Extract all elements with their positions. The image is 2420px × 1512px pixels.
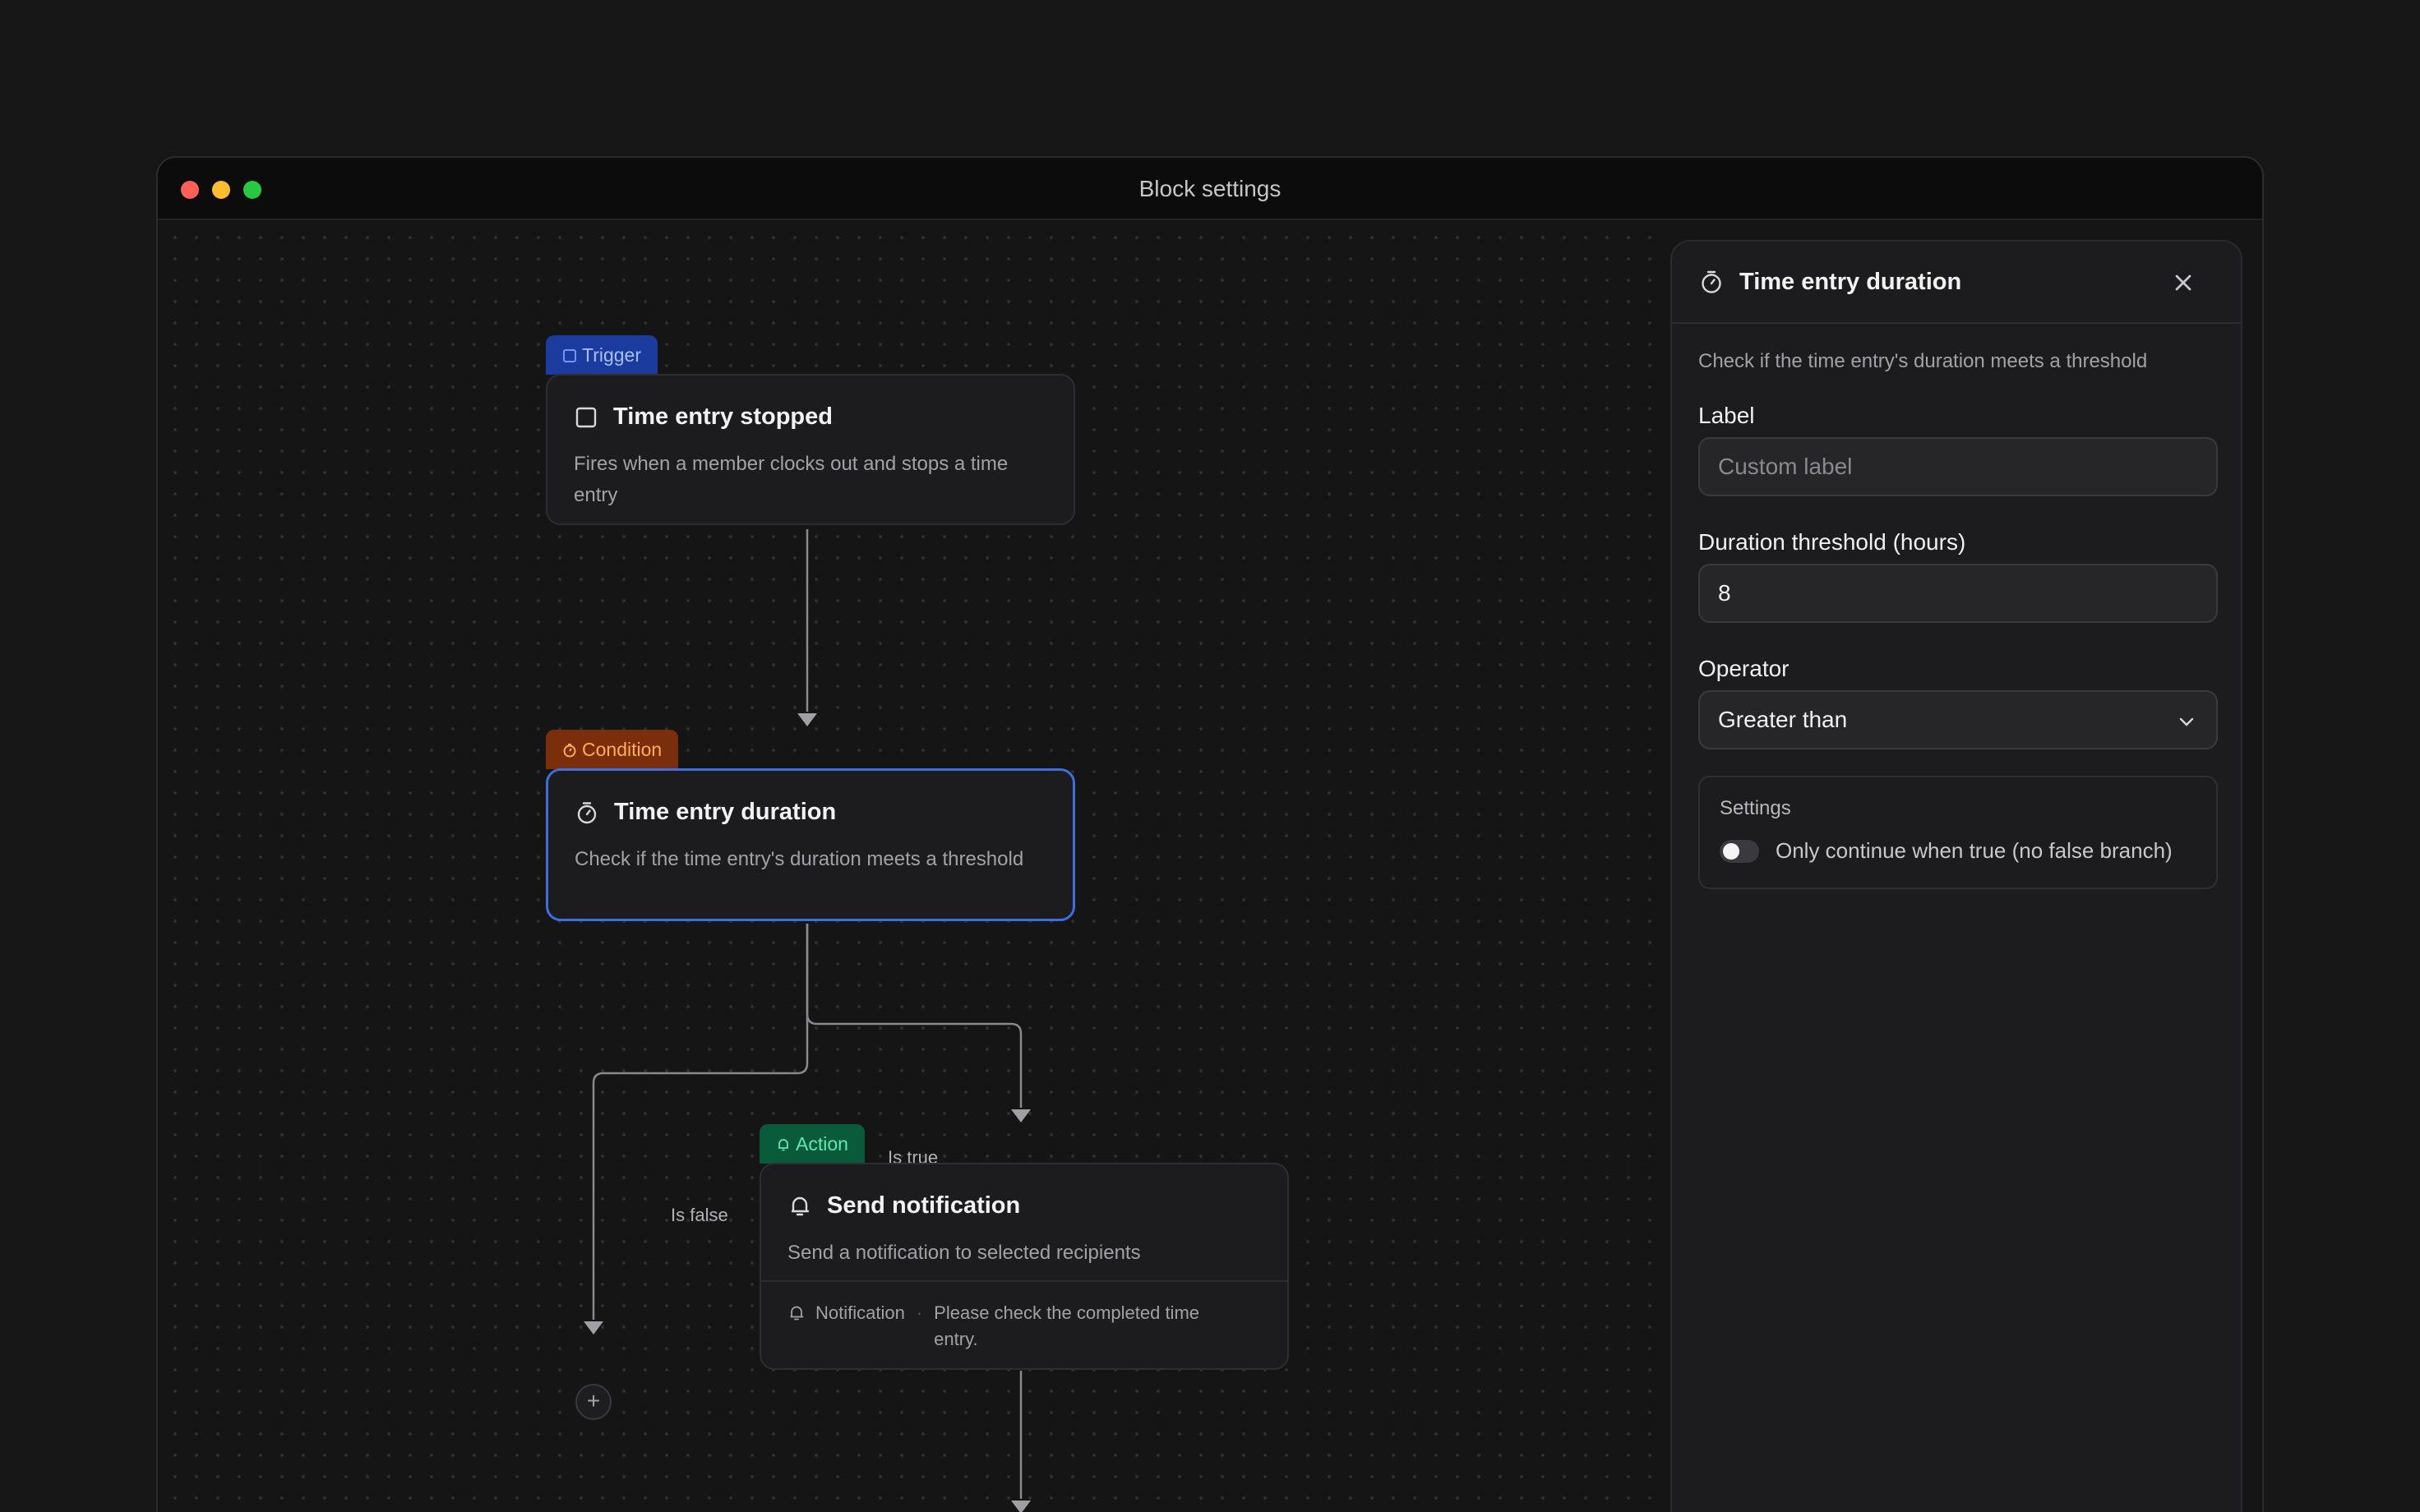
trigger-node[interactable]: Time entry stopped Fires when a member c… [546, 374, 1075, 525]
edge-false-branch [592, 924, 809, 1320]
edge-true-branch [806, 924, 1023, 1108]
node-description: Send a notification to selected recipien… [787, 1242, 1141, 1264]
edge-connectors [584, 529, 1031, 1512]
action-node[interactable]: Send notification Send a notification to… [760, 1163, 1289, 1370]
toggle-row: Only continue when true (no false branch… [1720, 838, 2196, 864]
app-window: Block settings Trigger Time entr [156, 156, 2264, 1512]
workflow-canvas[interactable]: Trigger Time entry stopped Fires when a … [158, 220, 1669, 1512]
panel-header: Time entry duration [1672, 242, 2241, 324]
node-title: Time entry stopped [613, 403, 833, 430]
label-field-label: Label [1698, 403, 1755, 428]
trigger-badge: Trigger [546, 335, 658, 375]
stopwatch-icon [1702, 270, 1721, 293]
only-continue-true-toggle[interactable] [1720, 839, 1759, 863]
bell-icon [790, 1306, 804, 1321]
node-footer: Notification · Please check the complete… [761, 1280, 1287, 1369]
add-step-button[interactable]: + [575, 1384, 612, 1420]
zoom-window-button[interactable] [243, 181, 261, 199]
square-icon [563, 349, 576, 362]
separator-dot: · [916, 1302, 923, 1323]
threshold-input[interactable]: 8 [1698, 564, 2218, 623]
edge-label-false: Is false [671, 1205, 728, 1225]
action-badge: Action [760, 1124, 865, 1164]
minimize-window-button[interactable] [212, 181, 230, 199]
condition-badge: Condition [546, 730, 679, 769]
footer-type: Notification [815, 1302, 905, 1323]
node-description: Check if the time entry's duration meets… [575, 848, 1024, 870]
arrow-head [584, 1321, 603, 1335]
panel-title: Time entry duration [1739, 268, 1962, 295]
threshold-field-label: Duration threshold (hours) [1698, 529, 1966, 555]
title-bar: Block settings [158, 158, 2262, 220]
label-input[interactable]: Custom label [1698, 437, 2218, 496]
panel-description: Check if the time entry's duration meets… [1698, 350, 2148, 372]
arrow-head [797, 713, 817, 726]
operator-selected-value: Greater than [1718, 707, 1848, 732]
operator-select[interactable]: Greater than [1698, 690, 2218, 749]
close-icon[interactable] [2170, 270, 2196, 296]
window-title: Block settings [1138, 176, 1282, 201]
node-description: Fires when a member clocks out and stops… [574, 453, 1009, 506]
operator-field-label: Operator [1698, 656, 1790, 681]
toggle-label: Only continue when true (no false branch… [1776, 838, 2173, 863]
trigger-badge-label: Trigger [582, 344, 641, 366]
chevron-down-icon [2179, 717, 2194, 726]
arrow-head [1011, 1500, 1031, 1512]
action-badge-label: Action [796, 1133, 848, 1155]
stopwatch-icon [563, 744, 576, 758]
stopwatch-icon [577, 801, 597, 823]
arrow-head [1011, 1109, 1031, 1122]
bell-icon [778, 1139, 788, 1151]
close-window-button[interactable] [181, 181, 199, 199]
square-icon [575, 407, 597, 427]
condition-node[interactable]: Time entry duration Check if the time en… [546, 768, 1075, 921]
node-title: Time entry duration [614, 799, 837, 825]
settings-section: Settings Only continue when true (no fal… [1698, 776, 2218, 889]
settings-title: Settings [1720, 797, 1791, 819]
footer-message: Please check the completed time entry. [934, 1302, 1200, 1349]
node-title: Send notification [827, 1192, 1021, 1219]
bell-icon [792, 1196, 810, 1215]
block-settings-panel: Time entry duration Check if the time en… [1670, 240, 2242, 1512]
condition-badge-label: Condition [582, 739, 663, 760]
